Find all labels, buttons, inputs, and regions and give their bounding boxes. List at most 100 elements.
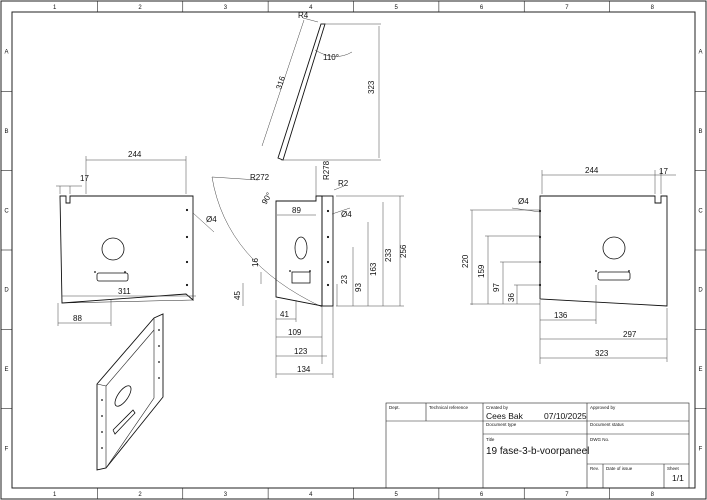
zone-row-label: A: [698, 50, 702, 56]
tb-created-by: Cees Bak: [486, 411, 524, 421]
center-side-fold: [321, 195, 334, 307]
tb-label-dept: Dept.: [389, 405, 400, 410]
tb-title: 19 fase-3-b-voorpaneel: [486, 446, 589, 457]
dim-17-left: 17: [80, 174, 89, 183]
dim-90deg: 90°: [260, 191, 274, 206]
zone-column-label: 8: [651, 5, 655, 11]
right-fold-holes: [538, 209, 630, 287]
dim-hole-dia-right: Ø4: [518, 197, 529, 206]
zone-row-label: B: [4, 129, 8, 135]
isometric-view: [96, 313, 164, 471]
dim-17-right: 17: [659, 167, 668, 176]
dim-hole-dia-left: Ø4: [206, 215, 217, 224]
dim-r272: R272: [250, 173, 270, 182]
dim-220: 220: [461, 254, 470, 268]
zone-row-label: C: [698, 208, 703, 214]
right-panel-outline: [539, 195, 668, 307]
dim-109: 109: [288, 328, 302, 337]
dim-23: 23: [340, 275, 349, 284]
left-view: 244 17 311 88: [56, 150, 196, 326]
tb-label-created-by: Created by: [486, 405, 509, 410]
center-round-hole: [294, 236, 308, 260]
zone-row-label: F: [699, 446, 703, 452]
dim-93: 93: [354, 283, 363, 292]
zone-row-label: B: [698, 129, 702, 135]
right-view: 244 17 Ø4 220 159 97 36 136 297 323: [461, 166, 676, 364]
dim-36: 36: [507, 293, 516, 302]
dim-316-line: [261, 19, 305, 147]
tb-sheet: 1/1: [672, 473, 684, 483]
dim-r4: R4: [298, 11, 309, 20]
iso-slot: [112, 409, 136, 435]
zone-column-label: 4: [309, 492, 313, 498]
dim-323-right: 323: [595, 349, 609, 358]
dim-r278: R278: [322, 160, 331, 180]
tb-date: 07/10/2025: [544, 411, 587, 421]
top-view: 323 316 R4 110°: [261, 11, 381, 161]
dim-323: 323: [367, 80, 376, 94]
dim-244-right: 244: [585, 166, 599, 175]
tb-label-title: Title: [486, 437, 495, 442]
zone-row-label: D: [4, 288, 9, 294]
dim-hole-dia-center: Ø4: [341, 210, 352, 219]
zone-column-label: 4: [309, 5, 313, 11]
tb-label-dwg-no: DWG No.: [590, 437, 609, 442]
dim-244-left: 244: [128, 150, 142, 159]
left-slot: [96, 272, 129, 282]
iso-round-hole: [114, 385, 132, 407]
title-block: Dept. Technical reference Created by App…: [385, 402, 690, 489]
dim-123: 123: [294, 347, 308, 356]
dim-134: 134: [297, 365, 311, 374]
zone-row-label: F: [5, 446, 9, 452]
dim-136: 136: [554, 311, 568, 320]
dim-159: 159: [477, 264, 486, 278]
dim-256: 256: [399, 244, 408, 258]
iso-outline: [96, 313, 164, 471]
dim-311: 311: [118, 287, 131, 296]
tb-label-sheet: Sheet: [667, 466, 680, 471]
center-view: R272 R278 R2 90° 89 Ø4 Ø4 16 45 23 93 16…: [192, 160, 408, 378]
zone-column-label: 3: [224, 5, 228, 11]
inner-frame: [11, 11, 696, 489]
dim-163: 163: [369, 262, 378, 276]
tb-label-approved-by: Approved by: [590, 405, 616, 410]
zone-row-label: A: [4, 50, 8, 56]
zone-row-label: D: [698, 288, 703, 294]
dim-297: 297: [623, 330, 637, 339]
dim-88: 88: [73, 314, 82, 323]
left-panel-outline: [59, 195, 194, 304]
center-slot: [291, 271, 311, 284]
zone-column-label: 7: [565, 5, 569, 11]
dim-316: 316: [274, 75, 287, 91]
right-round-hole: [602, 236, 626, 260]
zone-column-label: 6: [480, 5, 484, 11]
dim-angle-110: 110°: [323, 53, 339, 62]
iso-fold-holes: [101, 329, 160, 449]
zone-column-label: 1: [53, 5, 57, 11]
tb-label-rev: Rev.: [590, 466, 599, 471]
zone-column-label: 2: [138, 5, 142, 11]
zone-column-label: 3: [224, 492, 228, 498]
zone-column-label: 2: [138, 492, 142, 498]
zone-row-label: E: [698, 367, 702, 373]
right-slot: [597, 271, 631, 281]
tb-label-document-type: Document type: [486, 422, 517, 427]
zone-column-label: 5: [395, 492, 399, 498]
tb-label-date-of-issue: Date of issue: [606, 466, 633, 471]
tb-label-document-status: Document status: [590, 422, 625, 427]
flange-outline: [277, 23, 326, 161]
zone-column-label: 8: [651, 492, 655, 498]
left-round-hole: [101, 237, 125, 261]
dim-233: 233: [384, 248, 393, 262]
dim-45: 45: [233, 291, 242, 300]
dim-97: 97: [492, 283, 501, 292]
zone-column-label: 7: [565, 492, 569, 498]
dim-41: 41: [280, 310, 289, 319]
zone-column-label: 5: [395, 5, 399, 11]
dim-r2: R2: [338, 179, 349, 188]
left-fold-holes: [94, 208, 189, 287]
center-fold-holes: [289, 209, 330, 287]
zone-column-label: 6: [480, 492, 484, 498]
